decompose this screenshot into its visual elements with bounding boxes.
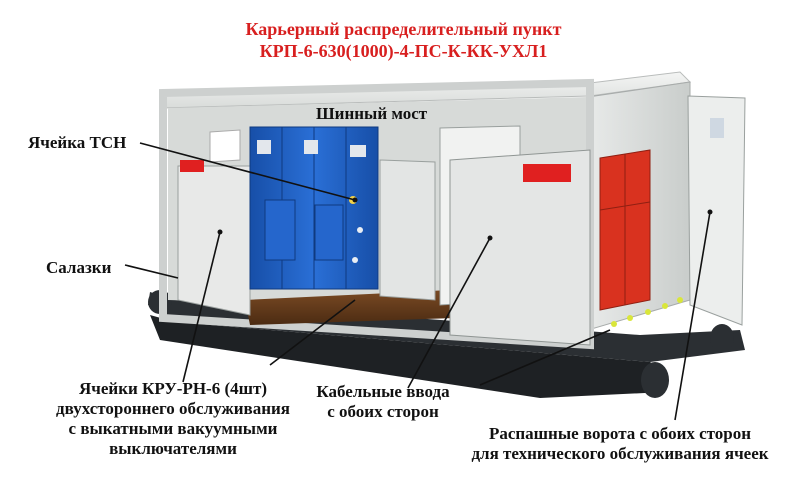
label-cable-line1: Кабельные ввода (298, 382, 468, 402)
meter-icon (350, 145, 366, 157)
indicator-lamp-icon (357, 227, 363, 233)
label-kru-line3: с выкатными вакуумными (38, 419, 308, 439)
meter-icon (257, 140, 271, 154)
warning-plate-left (180, 160, 204, 172)
label-kru-line4: выключателями (38, 439, 308, 459)
label-tsn-cell: Ячейка ТСН (28, 133, 126, 153)
warning-plate-right (523, 164, 571, 182)
label-skids: Салазки (46, 258, 111, 278)
indicator-lamp-icon (352, 257, 358, 263)
gate-label-plate (710, 118, 724, 138)
kru-switchgear-cells (250, 127, 378, 289)
label-kru-line2: двухстороннего обслуживания (38, 399, 308, 419)
label-gates-line2: для технического обслуживания ячеек (440, 444, 800, 464)
label-kru-line1: Ячейки КРУ-РН-6 (4шт) (38, 379, 308, 399)
label-cable-line2: с обоих сторон (298, 402, 468, 422)
meter-icon (304, 140, 318, 154)
tsn-red-cabinets (600, 150, 650, 310)
breaker-door (315, 205, 343, 260)
label-gates-line1: Распашные ворота с обоих сторон (440, 424, 800, 444)
right-cell-door (450, 150, 590, 345)
breaker-door (265, 200, 295, 260)
label-busbar: Шинный мост (316, 104, 427, 124)
